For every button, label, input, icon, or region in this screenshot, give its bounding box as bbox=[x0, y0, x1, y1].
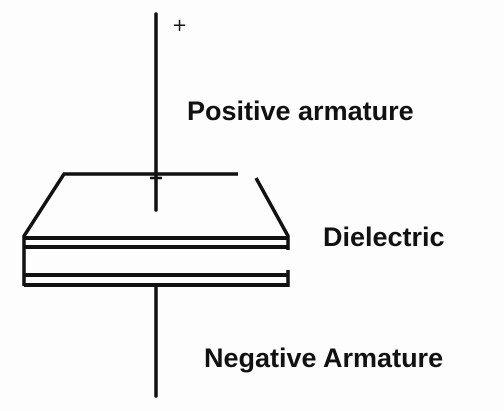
positive-plate-outline bbox=[22, 172, 238, 286]
plus-sign: + bbox=[172, 15, 188, 36]
positive-armature-label: Positive armature bbox=[187, 96, 414, 126]
negative-armature-label: Negative Armature bbox=[204, 343, 444, 373]
dielectric-label: Dielectric bbox=[323, 222, 445, 252]
